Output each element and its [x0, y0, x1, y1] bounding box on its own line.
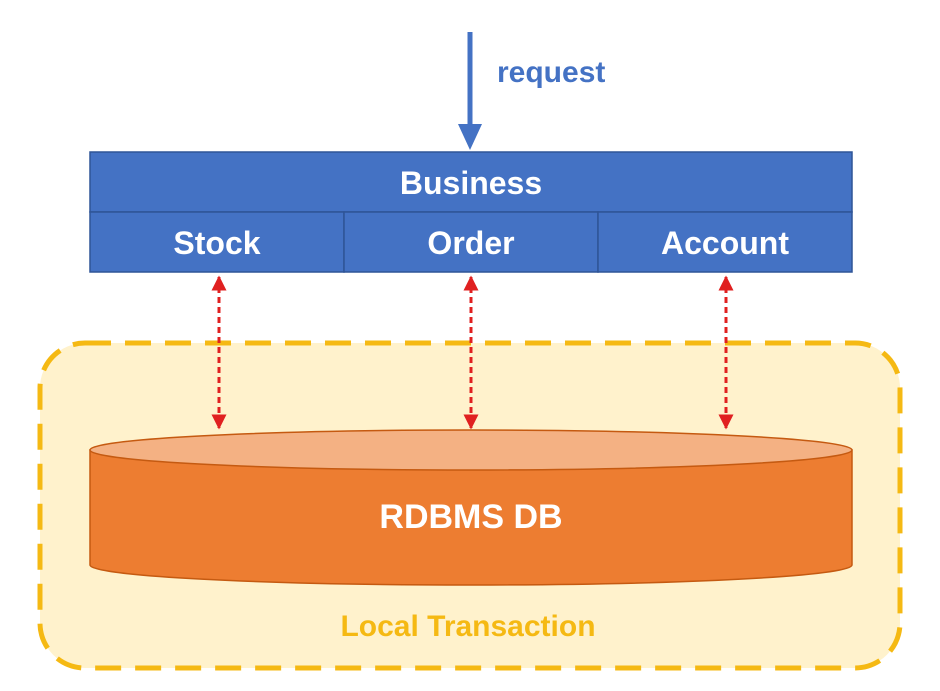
request-label: request: [497, 56, 605, 89]
database-label: RDBMS DB: [379, 498, 562, 536]
request-arrow: [458, 32, 482, 150]
local-transaction-label: Local Transaction: [340, 610, 595, 643]
business-title: Business: [400, 165, 542, 201]
module-stock: Stock: [173, 225, 260, 261]
database-cylinder: [89, 429, 853, 586]
module-account: Account: [661, 225, 789, 261]
module-order: Order: [427, 225, 514, 261]
business-block: [89, 151, 853, 273]
